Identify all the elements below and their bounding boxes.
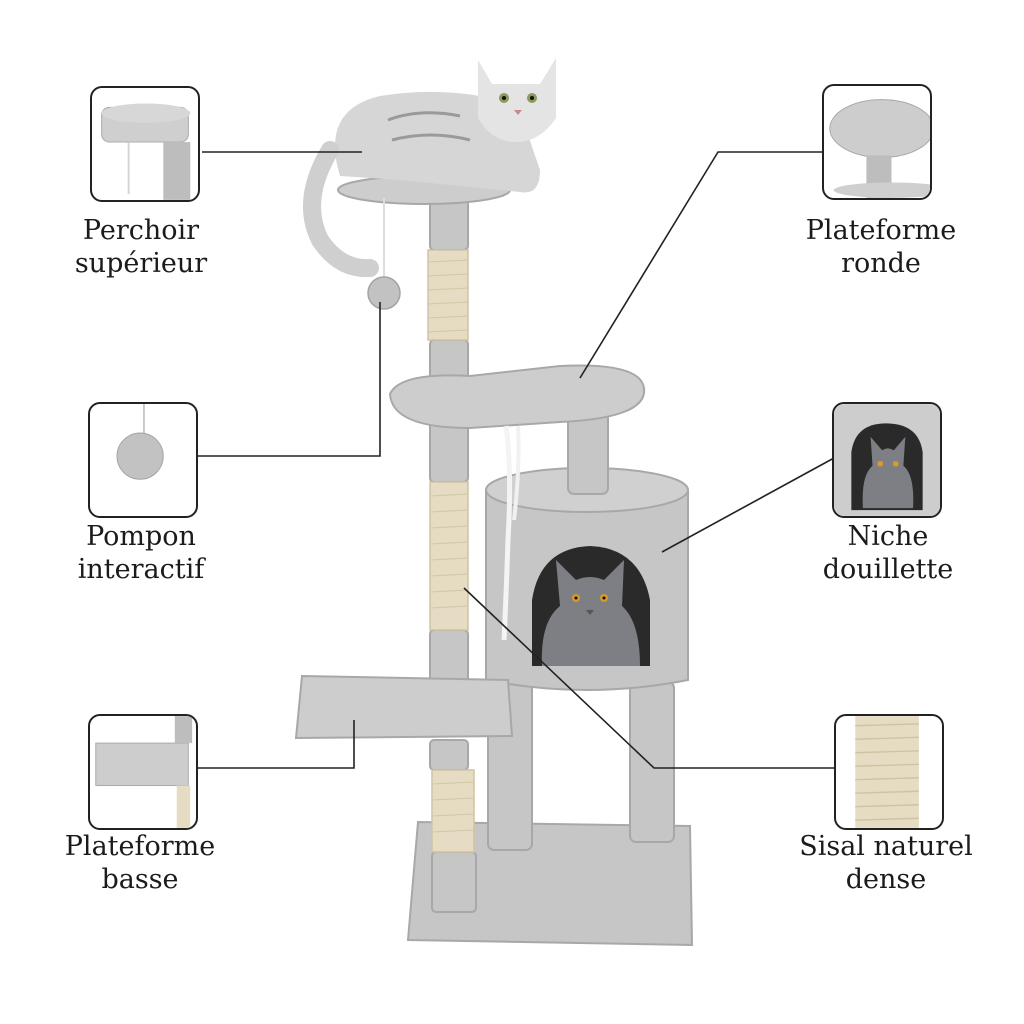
label-line-1: Plateforme [805, 215, 957, 246]
thumb-sisal-naturel [834, 714, 944, 830]
thumb-perchoir-superieur [90, 86, 200, 202]
label-line-2: interactif [77, 554, 205, 585]
sisal-top [427, 249, 469, 341]
label-plateforme-ronde: Plateforme ronde [771, 214, 991, 280]
label-line-1: Niche [847, 521, 929, 552]
low-platform [294, 674, 514, 740]
label-line-2: dense [845, 864, 927, 895]
label-line-2: douillette [822, 554, 954, 585]
sisal-bottom [431, 769, 475, 853]
pompon-ball [367, 276, 401, 310]
post-condo-top [567, 411, 609, 495]
oval-platform [388, 364, 646, 430]
label-line-2: supérieur [74, 248, 208, 279]
label-perchoir-superieur: Perchoir supérieur [31, 214, 251, 280]
label-line-1: Pompon [86, 521, 196, 552]
sisal-middle [429, 481, 469, 631]
label-line-1: Sisal naturel [799, 831, 973, 862]
label-sisal-naturel-dense: Sisal naturel dense [776, 830, 996, 896]
label-line-2: ronde [841, 248, 921, 279]
label-niche-douillette: Niche douillette [778, 520, 998, 586]
label-line-1: Plateforme [64, 831, 216, 862]
label-line-1: Perchoir [82, 215, 200, 246]
thumb-pompon-interactif [88, 402, 198, 518]
label-plateforme-basse: Plateforme basse [30, 830, 250, 896]
base-board [406, 820, 694, 947]
thumb-niche-douillette [832, 402, 942, 518]
thumb-plateforme-basse [88, 714, 198, 830]
label-pompon-interactif: Pompon interactif [31, 520, 251, 586]
label-line-2: basse [101, 864, 179, 895]
thumb-plateforme-ronde [822, 84, 932, 200]
silver-cat-on-perch [303, 58, 556, 278]
post-right-low [629, 681, 675, 843]
